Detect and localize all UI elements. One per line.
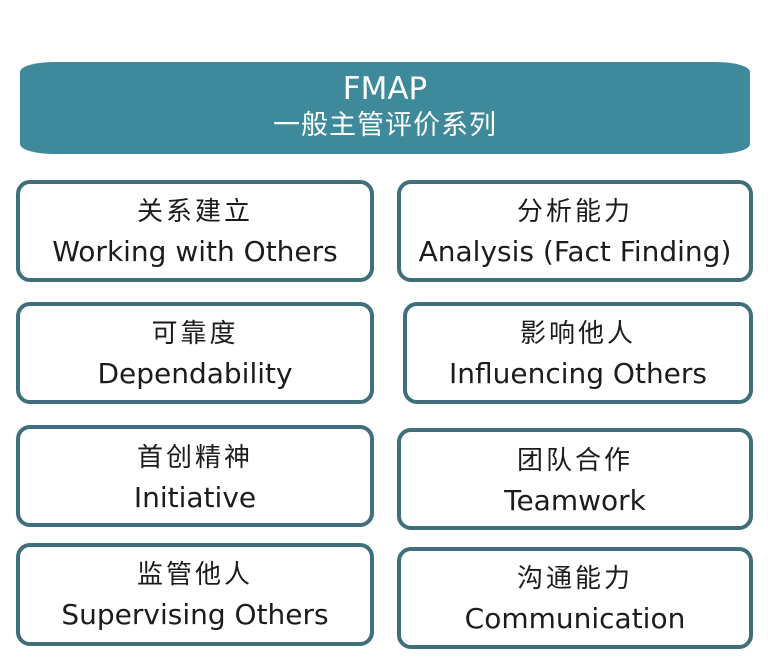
card-label-en: Communication <box>464 602 686 635</box>
card-label-en: Dependability <box>97 357 293 390</box>
fmap-header-banner: FMAP 一般主管评价系列 <box>20 62 750 154</box>
card-teamwork: 团队合作 Teamwork <box>397 428 753 530</box>
card-label-zh: 沟通能力 <box>516 564 633 594</box>
card-initiative: 首创精神 Initiative <box>16 425 374 527</box>
card-label-zh: 分析能力 <box>516 197 633 227</box>
card-influencing-others: 影响他人 Influencing Others <box>403 302 753 404</box>
header-subtitle: 一般主管评价系列 <box>273 110 497 141</box>
card-communication: 沟通能力 Communication <box>397 547 753 649</box>
card-label-zh: 首创精神 <box>136 443 253 473</box>
card-working-with-others: 关系建立 Working with Others <box>16 180 374 282</box>
card-label-zh: 监管他人 <box>136 560 253 590</box>
card-supervising-others: 监管他人 Supervising Others <box>16 543 374 646</box>
card-label-en: Initiative <box>133 481 257 514</box>
card-label-zh: 影响他人 <box>519 319 636 349</box>
header-title: FMAP <box>342 71 428 107</box>
card-label-en: Analysis (Fact Finding) <box>418 235 732 268</box>
card-label-en: Influencing Others <box>448 357 708 390</box>
card-label-zh: 关系建立 <box>136 197 253 227</box>
card-dependability: 可靠度 Dependability <box>16 302 374 404</box>
card-label-en: Teamwork <box>504 484 646 517</box>
card-label-en: Working with Others <box>52 235 338 268</box>
card-label-zh: 团队合作 <box>516 446 633 476</box>
card-label-zh: 可靠度 <box>151 319 239 349</box>
card-label-en: Supervising Others <box>61 598 329 631</box>
card-analysis: 分析能力 Analysis (Fact Finding) <box>397 180 753 282</box>
